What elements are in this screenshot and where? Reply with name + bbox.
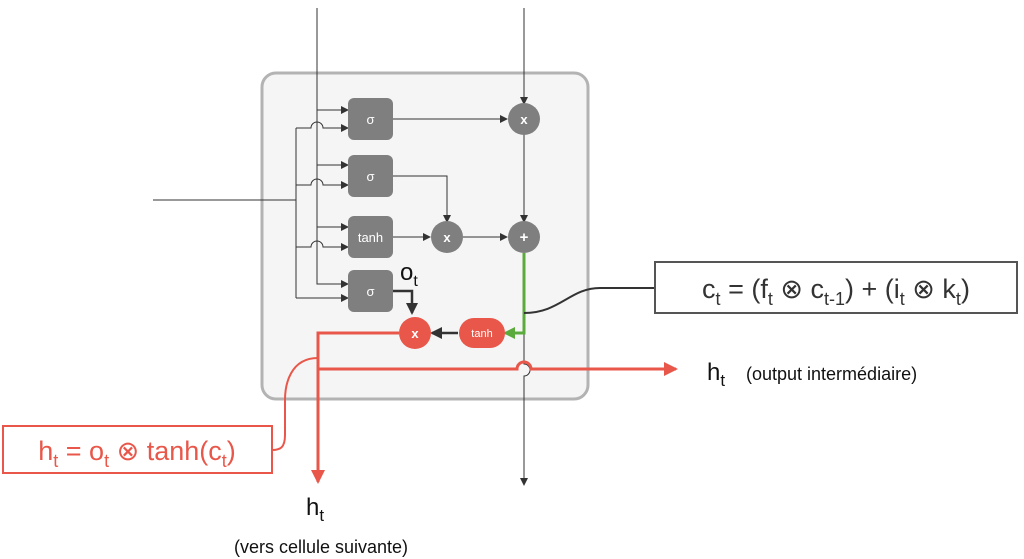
hidden-eq-connector (271, 357, 319, 451)
hidden-output-main (311, 331, 399, 484)
hidden-state-equation: ht = ot ⊗ tanh(ct) (38, 436, 236, 471)
cell-state-equation: ct = (ft ⊗ ct-1) + (it ⊗ kt) (702, 274, 970, 309)
hidden-eq-box (2, 425, 273, 474)
output-gate-to-mult (393, 289, 418, 315)
cell-eq-connector (523, 287, 655, 314)
output-bottom-symbol: ht (306, 494, 324, 525)
add-label: + (520, 229, 529, 246)
candidate-gate-label: tanh (358, 230, 383, 245)
add-node: + (508, 221, 540, 253)
forget-gate: σ (348, 98, 393, 140)
output-gate-label: σ (366, 284, 374, 299)
mult-forget-node: x (508, 103, 540, 135)
output-right-description: (output intermédiaire) (746, 364, 917, 384)
input-to-mult (393, 175, 451, 223)
input-gate: σ (348, 155, 393, 197)
tanh-cell-label: tanh (471, 328, 492, 340)
mult-input-node: x (431, 221, 463, 253)
mult-output-label: x (411, 326, 419, 341)
input-gate-label: σ (366, 169, 374, 184)
forget-gate-label: σ (366, 112, 374, 127)
output-gate-symbol: ot (400, 259, 418, 290)
cell-state-eq-box (654, 261, 1018, 314)
mult-output-node: x (399, 317, 431, 349)
output-right-symbol: ht (707, 359, 725, 390)
mult-input-label: x (443, 230, 451, 245)
mult-forget-label: x (520, 112, 528, 127)
output-bottom-description: (vers cellule suivante) (234, 537, 408, 557)
candidate-gate: tanh (348, 216, 393, 258)
cell-to-tanh-line (503, 253, 526, 339)
tanh-cell-node: tanh (459, 318, 505, 348)
prev-hidden-line (316, 8, 349, 288)
output-gate: σ (348, 270, 393, 312)
hidden-output-right (318, 360, 678, 376)
